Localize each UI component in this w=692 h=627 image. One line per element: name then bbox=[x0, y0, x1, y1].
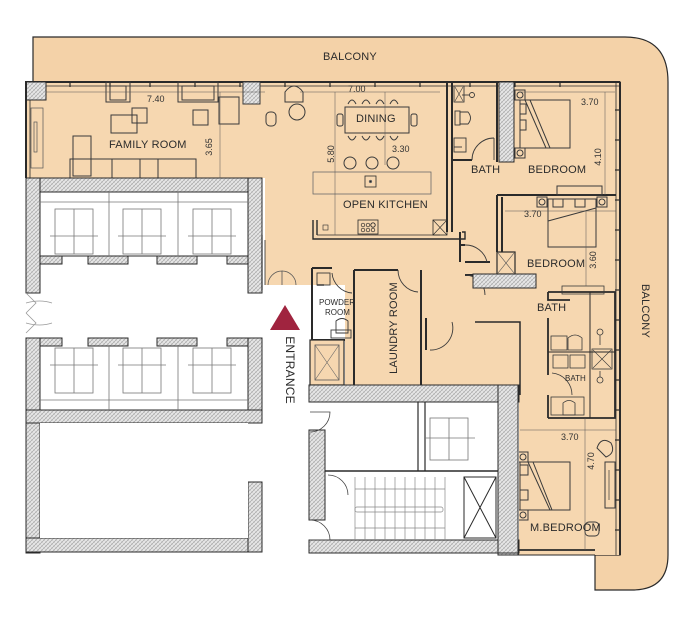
stair-core bbox=[308, 384, 520, 554]
family-room-label: FAMILY ROOM bbox=[109, 139, 187, 151]
elevators-bottom bbox=[40, 346, 248, 410]
balcony-right-label: BALCONY bbox=[638, 284, 651, 338]
stair-icon bbox=[354, 477, 446, 540]
service-elevator-icon bbox=[425, 417, 475, 461]
bath-2-label: BATH bbox=[537, 302, 567, 314]
balcony bbox=[32, 36, 669, 591]
shaft bbox=[309, 339, 345, 386]
family-room-depth-dim: 3.65 bbox=[203, 138, 214, 156]
lobby-doors-left[interactable] bbox=[25, 292, 53, 334]
balcony-top-label: BALCONY bbox=[323, 51, 377, 63]
dining-width-dim: 7.00 bbox=[348, 84, 366, 94]
entrance-label: ENTRANCE bbox=[282, 336, 297, 404]
elevators-top bbox=[40, 192, 248, 256]
powder-room-fixtures bbox=[316, 269, 454, 351]
lift-lobby-bottom bbox=[25, 337, 263, 554]
bedroom-1-label: BEDROOM bbox=[528, 164, 587, 176]
bedroom-1-width-dim: 3.70 bbox=[581, 97, 599, 107]
entry-door[interactable] bbox=[261, 235, 297, 290]
bedroom-2-bed bbox=[536, 185, 608, 248]
apartment-floor bbox=[25, 82, 620, 555]
column bbox=[25, 81, 47, 101]
family-room-width-dim: 7.40 bbox=[147, 94, 165, 104]
dining-label: DINING bbox=[356, 113, 396, 125]
dimension-lines bbox=[46, 91, 616, 550]
stair-doors[interactable] bbox=[309, 411, 349, 541]
triangle-up-icon bbox=[270, 305, 300, 330]
dining-table bbox=[336, 99, 418, 170]
bath-1-walls bbox=[446, 82, 498, 232]
bedroom-2-label: BEDROOM bbox=[527, 258, 586, 270]
bath-1-label: BATH bbox=[471, 164, 501, 176]
open-kitchen-label: OPEN KITCHEN bbox=[343, 199, 428, 211]
tv-unit bbox=[30, 107, 44, 169]
kitchen-counter bbox=[312, 219, 466, 240]
lift-lobby bbox=[25, 177, 263, 294]
kitchen-island bbox=[312, 171, 432, 195]
bath-3-label: BATH bbox=[565, 374, 586, 383]
master-bedroom-label: M.BEDROOM bbox=[530, 522, 601, 534]
partition-wall bbox=[472, 273, 537, 289]
kitchen-depth-dim: 5.80 bbox=[325, 145, 336, 163]
laundry-room-label: LAUNDRY ROOM bbox=[387, 282, 400, 374]
kitchen-island-dim: 3.30 bbox=[392, 144, 410, 154]
bath-2-walls bbox=[475, 291, 616, 419]
powder-room-label-2: ROOM bbox=[325, 308, 350, 317]
bedroom-2-depth-dim: 3.60 bbox=[587, 251, 598, 269]
bedroom-1-headwall bbox=[498, 81, 515, 163]
bath-1-fixtures bbox=[453, 85, 495, 161]
bath-2-fixtures bbox=[550, 285, 613, 416]
bedroom-2-width-dim: 3.70 bbox=[524, 209, 542, 219]
master-bed bbox=[517, 439, 616, 537]
bedroom-1-depth-dim: 4.10 bbox=[592, 148, 603, 166]
powder-room-label-1: POWDER bbox=[319, 298, 355, 307]
shaft-cross-icon bbox=[463, 476, 497, 539]
master-bedroom-width-dim: 3.70 bbox=[561, 432, 579, 442]
master-bedroom-depth-dim: 4.70 bbox=[585, 452, 596, 470]
bedroom-1-bed bbox=[514, 89, 571, 159]
